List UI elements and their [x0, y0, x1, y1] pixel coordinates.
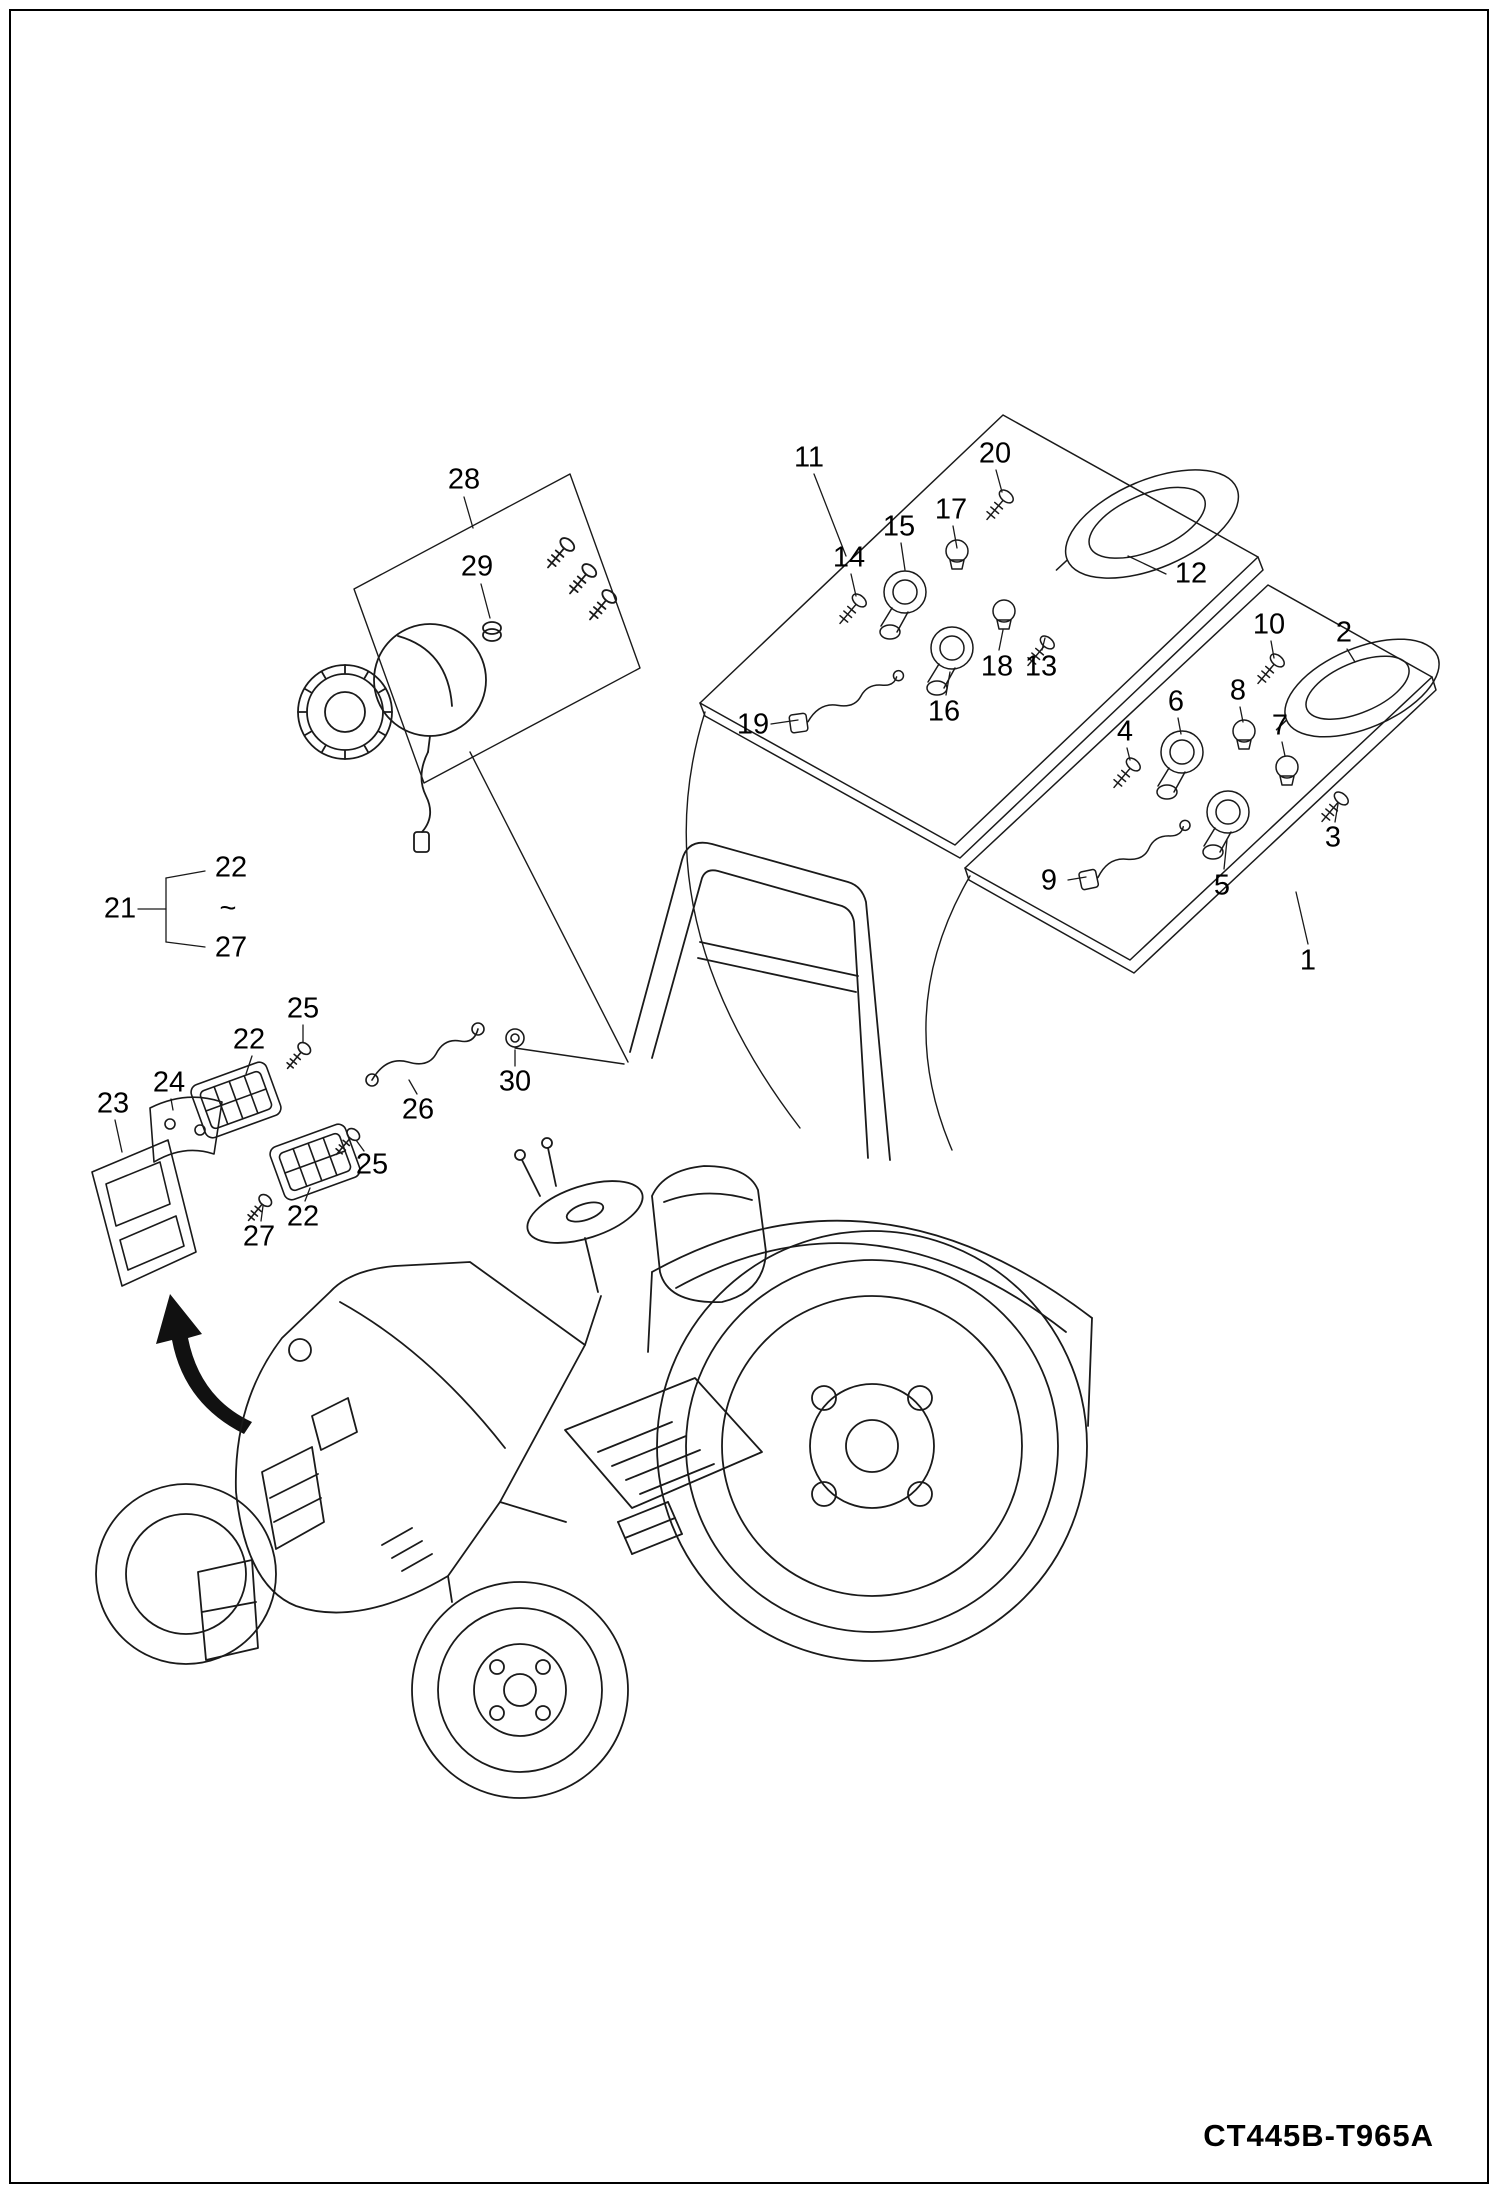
- callout-4: 4: [1116, 715, 1134, 748]
- callout-15: 15: [882, 510, 916, 543]
- lens-22-lower: [269, 1123, 361, 1201]
- callout-10: 10: [1252, 608, 1286, 641]
- headlamp-12: [1055, 469, 1240, 579]
- bulb-7: [1275, 755, 1299, 786]
- callout-range-tilde: ~: [219, 892, 237, 925]
- headlamp-2: [1275, 638, 1440, 738]
- callout-28: 28: [447, 463, 481, 496]
- bulb-17: [945, 539, 969, 570]
- screw-27-lower: [247, 1193, 273, 1222]
- grommet-30: [505, 1028, 525, 1048]
- work-lamp-assembly: [297, 473, 641, 853]
- callout-3: 3: [1324, 821, 1342, 854]
- install-arrow-icon: [156, 1294, 252, 1434]
- callout-5: 5: [1213, 869, 1231, 902]
- callout-20: 20: [978, 437, 1012, 470]
- callout-27-b: 27: [242, 1220, 276, 1253]
- bulb-socket-5: [1202, 790, 1250, 860]
- nut-29: [482, 621, 502, 642]
- callout-7: 7: [1271, 709, 1289, 742]
- callout-1: 1: [1299, 944, 1317, 977]
- reference-lines: [469, 711, 971, 1151]
- work-lamp-wire: [420, 751, 432, 833]
- callout-8: 8: [1229, 674, 1247, 707]
- leader-lines: [114, 469, 1356, 1222]
- bulb-socket-6: [1156, 730, 1204, 800]
- screw-25-lower: [335, 1127, 361, 1156]
- callout-17: 17: [934, 493, 968, 526]
- callout-23: 23: [96, 1087, 130, 1120]
- callout-6: 6: [1167, 685, 1185, 718]
- callout-29: 29: [460, 550, 494, 583]
- bulb-socket-15: [879, 570, 927, 640]
- lamp-panel-left: [699, 414, 1264, 859]
- lamp-panel-right: [964, 584, 1440, 974]
- screw-14: [839, 593, 867, 625]
- screw-10: [1257, 653, 1285, 685]
- figure-code: CT445B-T965A: [1203, 2118, 1434, 2153]
- bulb-socket-16: [926, 626, 974, 696]
- callout-27-a: 27: [214, 931, 248, 964]
- screw-13: [1027, 635, 1055, 667]
- callout-2: 2: [1335, 616, 1353, 649]
- callout-26: 26: [401, 1093, 435, 1126]
- callout-13: 13: [1024, 650, 1058, 683]
- callout-25-a: 25: [286, 992, 320, 1025]
- lens-22-upper: [190, 1061, 282, 1139]
- wiring-harness-26: [365, 1022, 485, 1087]
- callout-30: 30: [498, 1065, 532, 1098]
- screw-28-b: [569, 563, 598, 595]
- bulb-18: [992, 599, 1016, 630]
- callout-9: 9: [1040, 864, 1058, 897]
- headlight-lens-parts: [91, 1022, 525, 1287]
- tractor-drawing: [95, 841, 1093, 1799]
- screw-28-c: [589, 589, 618, 621]
- screw-20: [986, 489, 1014, 521]
- wiring-harness-9: [1078, 819, 1191, 891]
- callout-22-c: 22: [286, 1200, 320, 1233]
- callout-24: 24: [152, 1066, 186, 1099]
- callout-22-b: 22: [232, 1023, 266, 1056]
- callout-16: 16: [927, 695, 961, 728]
- bezel-23: [91, 1139, 197, 1287]
- callout-25-b: 25: [355, 1148, 389, 1181]
- bracket-24: [149, 1096, 223, 1163]
- callout-11: 11: [793, 441, 825, 474]
- screw-3: [1321, 791, 1349, 823]
- wiring-harness-19: [788, 669, 905, 734]
- callout-14: 14: [832, 541, 866, 574]
- callout-12: 12: [1174, 557, 1208, 590]
- callout-18: 18: [980, 650, 1014, 683]
- screw-28-a: [547, 537, 576, 569]
- callout-19: 19: [736, 708, 770, 741]
- screw-4: [1113, 757, 1141, 789]
- bulb-8: [1232, 719, 1256, 750]
- screw-25-upper: [286, 1041, 312, 1070]
- callout-21: 21: [103, 892, 137, 925]
- callout-22-a: 22: [214, 851, 248, 884]
